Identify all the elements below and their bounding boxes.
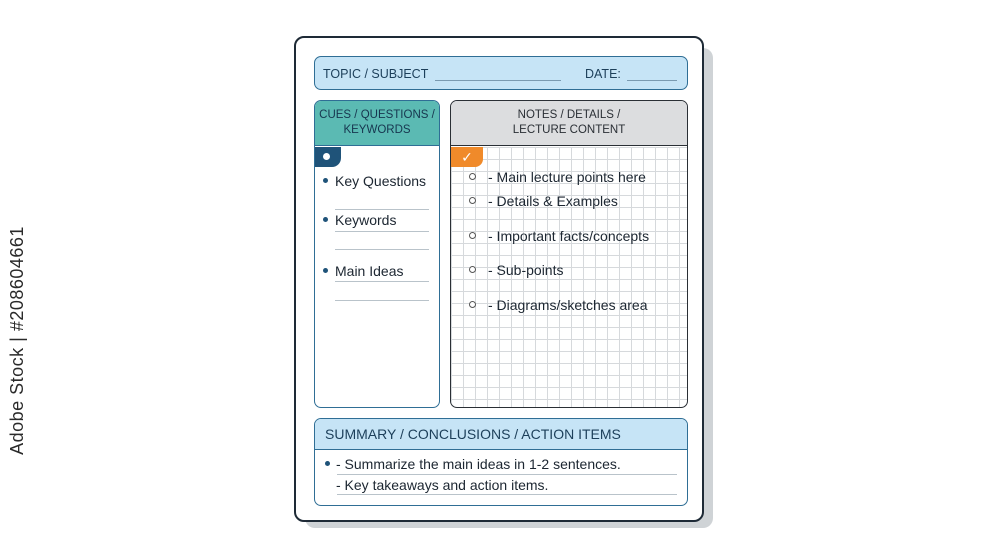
circle-bullet-icon	[469, 265, 476, 273]
bullet-icon	[323, 216, 328, 222]
cues-column: CUES / QUESTIONS / KEYWORDS Key Question…	[314, 100, 440, 408]
circle-bullet-icon	[469, 196, 476, 204]
notes-title-line2: LECTURE CONTENT	[512, 124, 626, 136]
check-icon: ✓	[451, 147, 483, 167]
cue-item-main-ideas: Main Ideas	[323, 263, 403, 279]
notes-grid-area[interactable]	[451, 147, 687, 407]
bullet-icon	[323, 177, 328, 183]
note-item: - Sub-points	[469, 262, 563, 278]
circle-bullet-icon	[469, 300, 476, 308]
stock-watermark: Adobe Stock | #208604661	[4, 130, 30, 550]
date-label: DATE:	[585, 67, 621, 81]
cues-bullet-tab	[315, 147, 341, 167]
summary-line[interactable]	[337, 494, 677, 495]
cue-line[interactable]	[335, 281, 429, 282]
notes-column: NOTES / DETAILS / LECTURE CONTENT ✓ - Ma…	[450, 100, 688, 408]
topic-line[interactable]	[435, 80, 561, 81]
topic-header: TOPIC / SUBJECT DATE:	[314, 56, 688, 90]
summary-section: SUMMARY / CONCLUSIONS / ACTION ITEMS - S…	[314, 418, 688, 506]
note-item: - Details & Examples	[469, 193, 618, 209]
topic-label: TOPIC / SUBJECT	[323, 67, 429, 81]
cue-line[interactable]	[335, 231, 429, 232]
cue-line[interactable]	[335, 209, 429, 210]
cues-header: CUES / QUESTIONS / KEYWORDS	[315, 101, 439, 146]
bullet-icon	[325, 460, 330, 466]
cue-line[interactable]	[335, 249, 429, 250]
summary-item: - Key takeaways and action items.	[336, 477, 549, 493]
summary-line[interactable]	[337, 474, 677, 475]
circle-bullet-icon	[469, 172, 476, 180]
cue-item-keywords: Keywords	[323, 212, 396, 228]
date-line[interactable]	[627, 80, 677, 81]
watermark-text: Adobe Stock | #208604661	[6, 225, 27, 455]
cornell-notes-template: TOPIC / SUBJECT DATE: CUES / QUESTIONS /…	[294, 36, 704, 522]
notes-header: NOTES / DETAILS / LECTURE CONTENT	[451, 101, 687, 146]
circle-bullet-icon	[469, 231, 476, 239]
note-item: - Important facts/concepts	[469, 228, 649, 244]
notes-title-line1: NOTES / DETAILS /	[517, 109, 621, 121]
summary-item: - Summarize the main ideas in 1-2 senten…	[325, 456, 621, 472]
summary-header: SUMMARY / CONCLUSIONS / ACTION ITEMS	[315, 419, 687, 450]
note-item: - Diagrams/sketches area	[469, 297, 648, 313]
cue-item-key-questions: Key Questions	[323, 173, 426, 189]
note-item: - Main lecture points here	[469, 169, 646, 185]
bullet-icon	[323, 267, 328, 273]
cue-line[interactable]	[335, 300, 429, 301]
